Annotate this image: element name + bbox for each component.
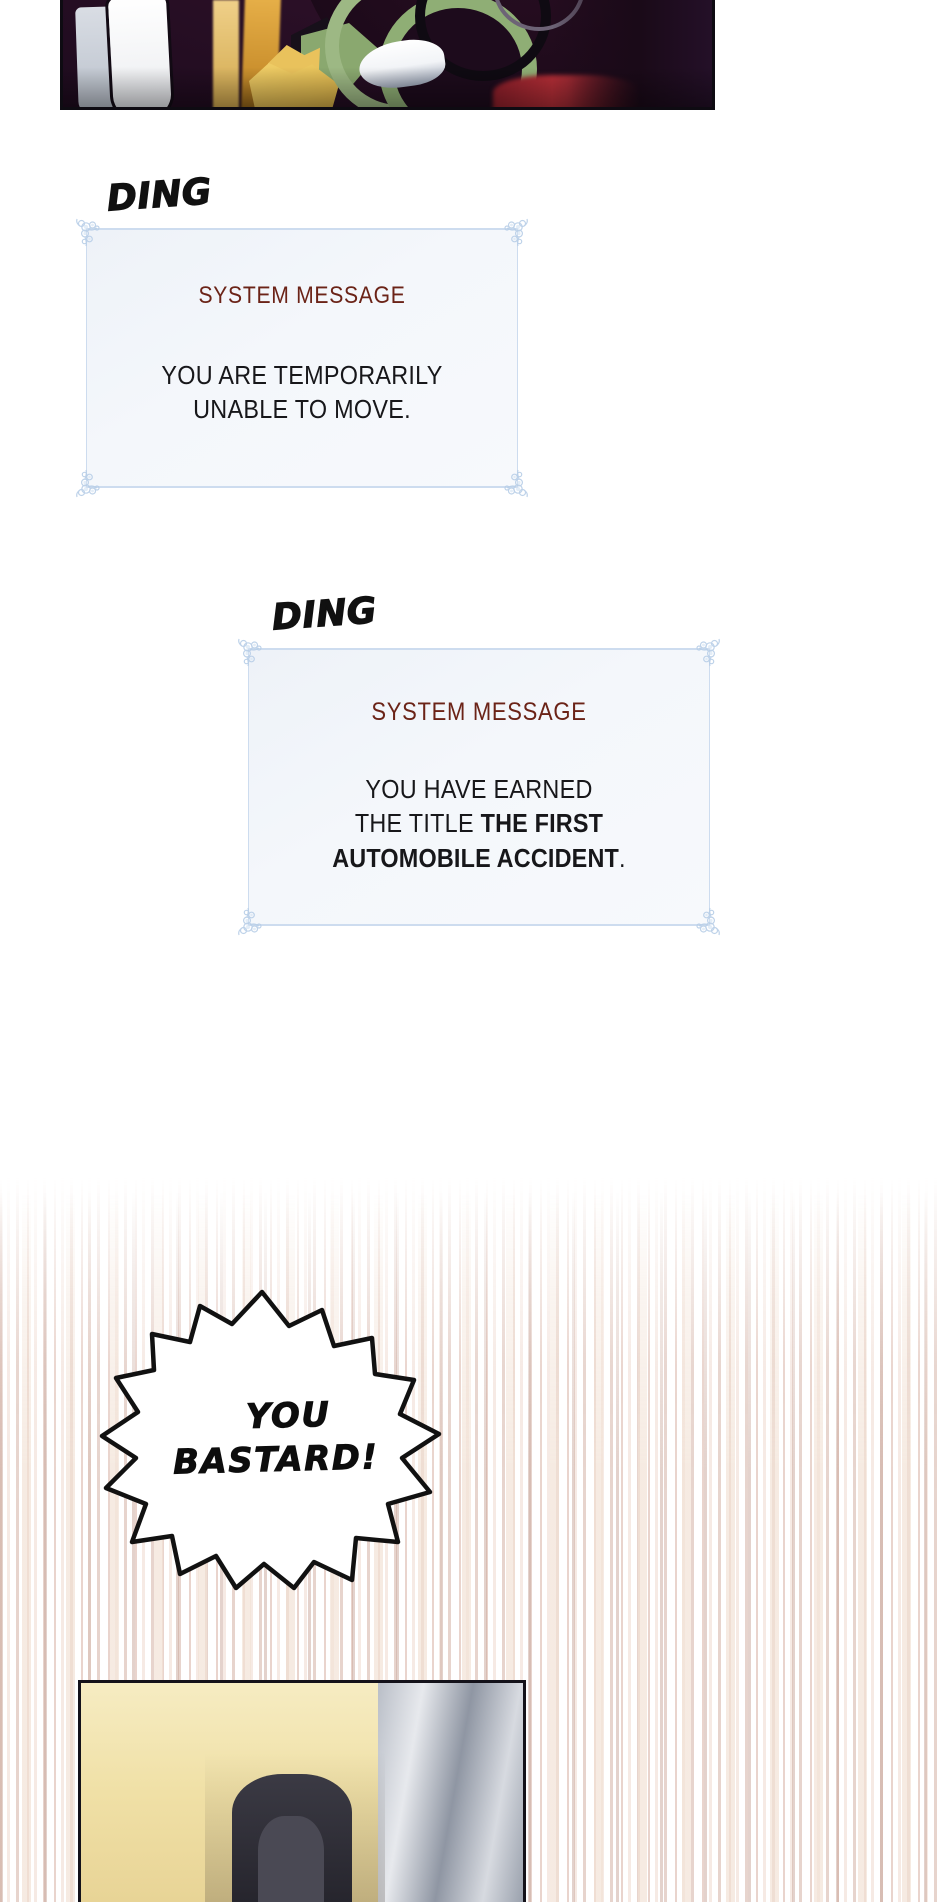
lower-panel-figure-highlight	[258, 1816, 324, 1902]
corner-ornament-icon	[228, 898, 274, 944]
corner-ornament-icon	[492, 460, 538, 506]
earned-title-bold-line-1: THE FIRST	[480, 808, 604, 839]
corner-ornament-icon	[66, 210, 112, 256]
system-message-body-line: THE TITLE THE FIRST	[281, 806, 677, 840]
shout-speech-balloon	[96, 1288, 446, 1591]
ding-sfx-2: DING	[270, 590, 379, 639]
system-message-body-line: AUTOMOBILE ACCIDENT.	[281, 841, 677, 875]
system-message-box-2: SYSTEM MESSAGE YOU HAVE EARNED THE TITLE…	[238, 638, 720, 936]
title-label-intro: THE TITLE	[354, 808, 481, 839]
system-message-body-line: UNABLE TO MOVE.	[193, 394, 411, 425]
panel-bottom-fade	[63, 67, 712, 107]
corner-ornament-icon	[228, 630, 274, 676]
system-message-title: SYSTEM MESSAGE	[371, 698, 587, 726]
corner-ornament-icon	[66, 460, 112, 506]
title-label-period: .	[619, 842, 626, 873]
corner-ornament-icon	[684, 898, 730, 944]
system-message-body: YOU ARE TEMPORARILY UNABLE TO MOVE.	[118, 358, 487, 427]
panel-right-shadow	[552, 0, 712, 107]
ding-sfx-1: DING	[105, 171, 214, 220]
corner-ornament-icon	[684, 630, 730, 676]
earned-title-bold-line-2: AUTOMOBILE ACCIDENT	[332, 842, 620, 873]
system-message-box-1: SYSTEM MESSAGE YOU ARE TEMPORARILY UNABL…	[76, 218, 528, 498]
lower-panel-metal	[378, 1680, 526, 1902]
system-message-body-line: YOU ARE TEMPORARILY	[161, 360, 443, 390]
system-message-body: YOU HAVE EARNED THE TITLE THE FIRST AUTO…	[281, 772, 677, 875]
panel-gold-streak-back	[213, 0, 239, 107]
corner-ornament-icon	[492, 210, 538, 256]
system-message-body-line: YOU HAVE EARNED	[365, 774, 593, 804]
comic-art-panel	[60, 0, 715, 110]
system-message-title: SYSTEM MESSAGE	[198, 282, 406, 309]
